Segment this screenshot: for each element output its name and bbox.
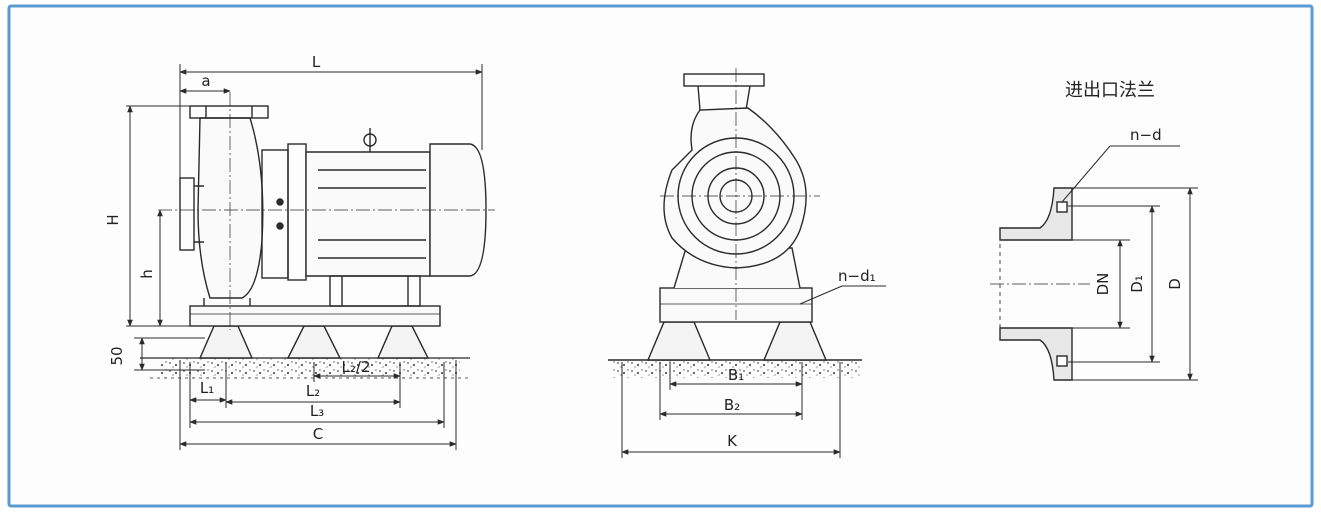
side-dimensions [126, 64, 483, 450]
drawing-border [7, 4, 1314, 508]
dim-D: D [1166, 278, 1184, 290]
dim-B1: B₁ [728, 366, 744, 384]
dim-B2: B₂ [724, 396, 740, 414]
dim-H: H [104, 214, 122, 225]
flange-dim-labels: n−d DN D₁ D [1094, 126, 1184, 295]
dim-L3: L₃ [310, 402, 324, 420]
front-dimensions [621, 285, 886, 458]
flange-upper-half [999, 187, 1073, 241]
side-suction-flange [179, 177, 195, 251]
dim-L2-half: L₂/2 [342, 358, 371, 376]
flange-title: 进出口法兰 [1065, 80, 1155, 101]
side-base-plate [189, 305, 441, 327]
dim-L2: L₂ [306, 382, 320, 400]
dim-n-d1: n−d₁ [838, 267, 876, 285]
side-view [140, 92, 495, 379]
dim-DN: DN [1094, 273, 1112, 296]
dim-n-d: n−d [1130, 126, 1162, 144]
dim-h: h [138, 269, 156, 279]
side-discharge-flange [189, 105, 269, 119]
front-discharge-flange [683, 73, 765, 87]
dim-K: K [727, 432, 738, 450]
side-motor-foot [329, 275, 421, 307]
dim-D1: D₁ [1128, 275, 1146, 293]
front-dim-labels: n−d₁ B₁ B₂ K [724, 267, 876, 450]
flange-bolt-hole-bottom [1056, 355, 1068, 367]
flange-lower-half [999, 327, 1073, 381]
side-pump-volute [197, 117, 264, 299]
dim-L1: L₁ [200, 379, 214, 397]
front-gravel [612, 360, 860, 378]
flange-dimensions [1061, 145, 1198, 381]
dim-50: 50 [108, 346, 126, 365]
dim-a: a [201, 72, 210, 90]
dim-L: L [312, 53, 321, 71]
side-dim-labels: L a H h 50 L₁ L₂/2 L₂ L₃ C [104, 53, 370, 443]
flange-bolt-hole-top [1056, 201, 1068, 213]
side-gravel [160, 358, 460, 378]
dim-C: C [313, 425, 323, 443]
front-view [608, 68, 862, 378]
